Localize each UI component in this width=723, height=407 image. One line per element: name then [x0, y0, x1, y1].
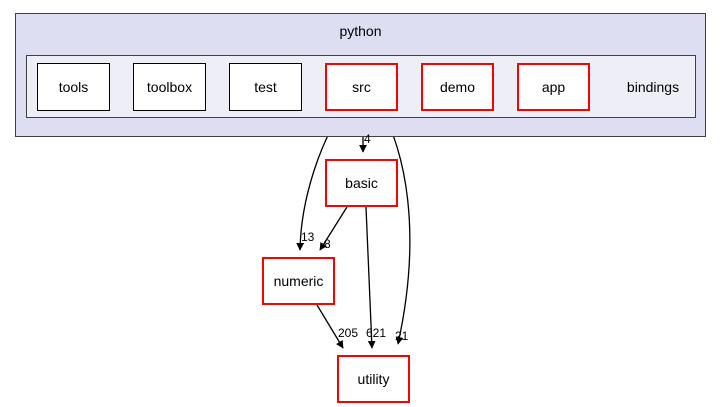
node-tools-label: tools — [58, 79, 89, 95]
edge-basic-to-numeric — [319, 206, 348, 251]
edge-src-to-utility — [381, 110, 411, 345]
node-numeric[interactable]: numeric — [262, 257, 335, 305]
edge-label-src-numeric: 13 — [301, 230, 315, 244]
node-test-label: test — [254, 79, 277, 95]
node-toolbox-label: toolbox — [146, 79, 193, 95]
edge-label-src-basic: 4 — [364, 132, 371, 146]
edge-label-src-utility: 21 — [395, 329, 409, 343]
node-basic[interactable]: basic — [325, 159, 398, 207]
node-toolbox[interactable]: toolbox — [133, 63, 206, 111]
node-app-label: app — [541, 79, 566, 95]
edge-label-numeric-utility: 205 — [338, 326, 359, 340]
node-utility-label: utility — [357, 371, 390, 387]
node-demo-label: demo — [439, 79, 476, 95]
edge-numeric-to-utility — [316, 304, 344, 349]
node-test[interactable]: test — [229, 63, 302, 111]
node-utility[interactable]: utility — [337, 355, 410, 403]
node-basic-label: basic — [345, 175, 378, 191]
node-tools[interactable]: tools — [37, 63, 110, 111]
cluster-python-label: python — [339, 23, 382, 39]
node-src[interactable]: src — [325, 63, 398, 111]
node-demo[interactable]: demo — [421, 63, 494, 111]
node-app[interactable]: app — [517, 63, 590, 111]
edge-label-basic-numeric: 8 — [324, 237, 331, 251]
node-numeric-label: numeric — [273, 273, 324, 289]
edge-basic-to-utility — [365, 206, 376, 349]
cluster-bindings-label: bindings — [626, 79, 680, 95]
node-src-label: src — [352, 79, 371, 95]
edge-label-basic-utility: 621 — [366, 326, 387, 340]
